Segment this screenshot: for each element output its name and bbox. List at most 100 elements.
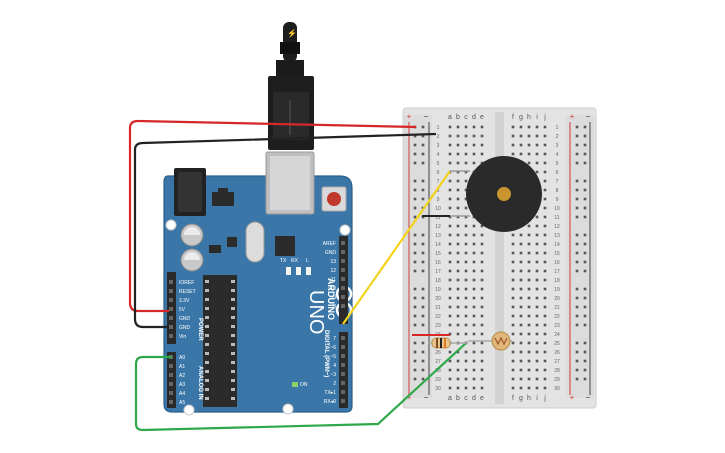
rail-hole[interactable] <box>413 341 417 345</box>
breadboard-hole[interactable] <box>527 377 531 381</box>
breadboard-hole[interactable] <box>464 197 468 201</box>
rail-hole[interactable] <box>575 377 579 381</box>
breadboard-hole[interactable] <box>456 332 460 336</box>
breadboard-hole[interactable] <box>535 242 539 246</box>
breadboard-hole[interactable] <box>456 233 460 237</box>
breadboard-hole[interactable] <box>519 314 523 318</box>
rail-hole[interactable] <box>583 125 587 129</box>
breadboard-hole[interactable] <box>472 278 476 282</box>
rail-hole[interactable] <box>575 197 579 201</box>
breadboard-hole[interactable] <box>527 143 531 147</box>
breadboard-hole[interactable] <box>464 179 468 183</box>
rail-hole[interactable] <box>413 233 417 237</box>
breadboard-hole[interactable] <box>472 341 476 345</box>
breadboard-hole[interactable] <box>480 260 484 264</box>
breadboard-hole[interactable] <box>448 224 452 228</box>
rail-hole[interactable] <box>575 152 579 156</box>
breadboard-hole[interactable] <box>511 251 515 255</box>
breadboard-hole[interactable] <box>480 125 484 129</box>
breadboard-hole[interactable] <box>543 215 547 219</box>
breadboard-hole[interactable] <box>448 368 452 372</box>
rail-hole[interactable] <box>413 305 417 309</box>
rail-hole[interactable] <box>583 377 587 381</box>
breadboard-hole[interactable] <box>535 170 539 174</box>
breadboard-hole[interactable] <box>464 368 468 372</box>
breadboard-hole[interactable] <box>464 296 468 300</box>
breadboard-hole[interactable] <box>543 134 547 138</box>
breadboard-hole[interactable] <box>472 161 476 165</box>
breadboard-hole[interactable] <box>456 242 460 246</box>
breadboard-hole[interactable] <box>527 278 531 282</box>
rail-hole[interactable] <box>575 305 579 309</box>
breadboard-hole[interactable] <box>448 269 452 273</box>
header-pin[interactable] <box>169 316 173 320</box>
rail-hole[interactable] <box>575 251 579 255</box>
breadboard-hole[interactable] <box>511 287 515 291</box>
rail-hole[interactable] <box>413 251 417 255</box>
breadboard-hole[interactable] <box>511 314 515 318</box>
rail-hole[interactable] <box>413 188 417 192</box>
breadboard-hole[interactable] <box>472 386 476 390</box>
breadboard-hole[interactable] <box>527 224 531 228</box>
rail-hole[interactable] <box>583 152 587 156</box>
breadboard-hole[interactable] <box>519 350 523 354</box>
breadboard-hole[interactable] <box>464 251 468 255</box>
breadboard-hole[interactable] <box>519 260 523 264</box>
breadboard-hole[interactable] <box>472 359 476 363</box>
breadboard-hole[interactable] <box>527 359 531 363</box>
rail-hole[interactable] <box>583 305 587 309</box>
breadboard-hole[interactable] <box>448 260 452 264</box>
breadboard-hole[interactable] <box>480 386 484 390</box>
breadboard-hole[interactable] <box>535 305 539 309</box>
breadboard-hole[interactable] <box>535 341 539 345</box>
rail-hole[interactable] <box>583 143 587 147</box>
breadboard-hole[interactable] <box>543 278 547 282</box>
rail-hole[interactable] <box>421 125 425 129</box>
breadboard-hole[interactable] <box>480 359 484 363</box>
breadboard-hole[interactable] <box>543 305 547 309</box>
breadboard-hole[interactable] <box>543 314 547 318</box>
rail-hole[interactable] <box>413 152 417 156</box>
reset-button[interactable] <box>321 186 347 212</box>
breadboard-hole[interactable] <box>527 305 531 309</box>
breadboard-hole[interactable] <box>519 152 523 156</box>
rail-hole[interactable] <box>421 161 425 165</box>
rail-hole[interactable] <box>413 269 417 273</box>
rail-hole[interactable] <box>583 350 587 354</box>
rail-hole[interactable] <box>413 260 417 264</box>
breadboard-hole[interactable] <box>464 278 468 282</box>
breadboard-hole[interactable] <box>535 134 539 138</box>
breadboard-hole[interactable] <box>448 233 452 237</box>
breadboard-hole[interactable] <box>519 341 523 345</box>
breadboard-hole[interactable] <box>472 125 476 129</box>
breadboard-hole[interactable] <box>456 188 460 192</box>
rail-hole[interactable] <box>575 215 579 219</box>
breadboard-hole[interactable] <box>464 332 468 336</box>
breadboard-hole[interactable] <box>511 125 515 129</box>
header-pin[interactable] <box>341 381 345 385</box>
header-pin[interactable] <box>341 295 345 299</box>
breadboard-hole[interactable] <box>511 368 515 372</box>
breadboard-hole[interactable] <box>511 260 515 264</box>
header-pin[interactable] <box>169 373 173 377</box>
rail-hole[interactable] <box>583 287 587 291</box>
breadboard-hole[interactable] <box>519 134 523 138</box>
breadboard-hole[interactable] <box>519 287 523 291</box>
rail-hole[interactable] <box>413 377 417 381</box>
header-pin[interactable] <box>169 382 173 386</box>
breadboard-hole[interactable] <box>527 323 531 327</box>
breadboard-hole[interactable] <box>448 314 452 318</box>
rail-hole[interactable] <box>421 233 425 237</box>
wire-pin8-yellow[interactable] <box>342 170 451 325</box>
breadboard-hole[interactable] <box>535 377 539 381</box>
breadboard-hole[interactable] <box>456 377 460 381</box>
breadboard-hole[interactable] <box>472 287 476 291</box>
breadboard-hole[interactable] <box>527 368 531 372</box>
breadboard-hole[interactable] <box>543 260 547 264</box>
rail-hole[interactable] <box>421 179 425 183</box>
rail-hole[interactable] <box>583 161 587 165</box>
breadboard-hole[interactable] <box>464 386 468 390</box>
breadboard-hole[interactable] <box>543 377 547 381</box>
rail-hole[interactable] <box>421 341 425 345</box>
